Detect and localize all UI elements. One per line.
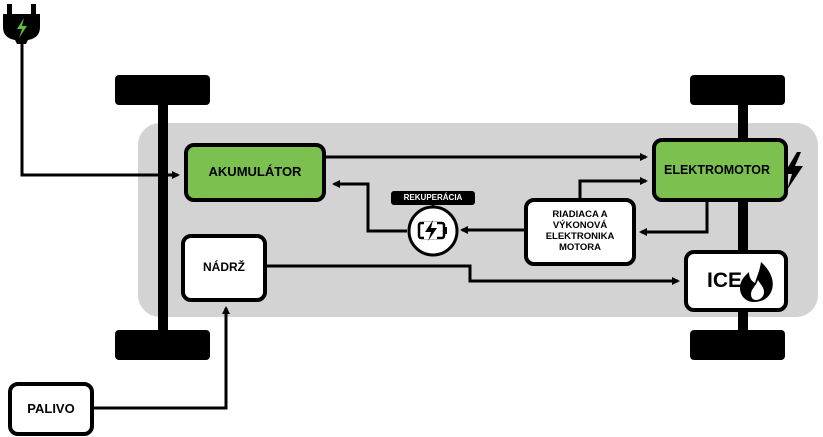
palivo-box (8, 382, 94, 436)
elektronika-box (524, 198, 636, 266)
palivo-label: PALIVO (27, 400, 75, 416)
elektromotor-label: ELEKTROMOTOR (664, 162, 771, 177)
rekuperacia-tag (391, 191, 475, 205)
front-wheel-bottom (115, 330, 210, 360)
rekuperacia-label: REKUPERÁCIA (403, 193, 463, 203)
battery-charge-icon (407, 205, 459, 257)
lightning-bolt-icon (784, 152, 803, 190)
flame-icon (740, 262, 773, 302)
akumulator-box (184, 143, 326, 202)
rekuperacia-to-akumulator-arrow (332, 180, 407, 233)
palivo-to-nadrz-arrow (92, 306, 230, 410)
front-axle (115, 75, 210, 360)
nadrz-box (181, 234, 267, 302)
akumulator-label: AKUMULÁTOR (208, 164, 302, 180)
ice-label: ICE (706, 268, 742, 292)
front-axle-shaft (158, 95, 168, 345)
elektronika-to-elektromotor-arrow (578, 177, 648, 200)
front-wheel-top (115, 75, 210, 105)
rear-wheel-bottom (690, 330, 785, 360)
rear-axle-shaft (738, 95, 748, 345)
rear-axle (690, 75, 785, 360)
elektromotor-to-elektronika-arrow (639, 201, 709, 236)
nadrz-to-ice-arrow (265, 264, 680, 285)
elektromotor-box (652, 138, 788, 202)
rear-wheel-top (690, 75, 785, 105)
plug-icon (3, 4, 40, 44)
elektronika-label: RIADIACA A VÝKONOVÁ ELEKTRONIKA MOTORA (545, 209, 615, 253)
nadrz-label: NÁDRŽ (203, 260, 245, 275)
plug-to-akumulator-arrow (20, 44, 180, 179)
connections (20, 44, 709, 410)
